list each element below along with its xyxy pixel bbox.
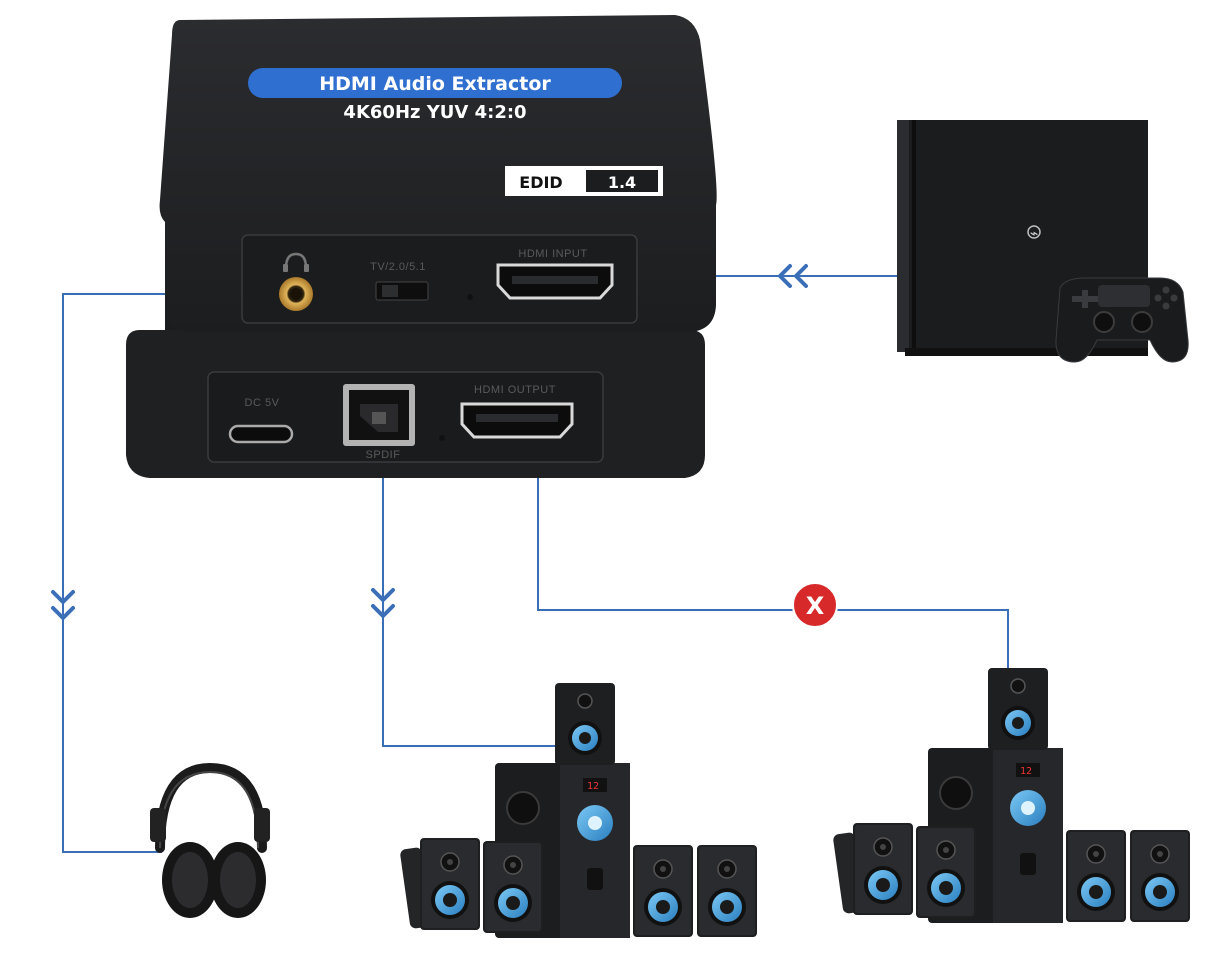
dc-label: DC 5V	[245, 397, 280, 409]
arrow-down-icon	[371, 588, 395, 618]
switch-label: TV/2.0/5.1	[370, 261, 426, 273]
spdif-label: SPDIF	[366, 449, 401, 461]
spec-text: 4K60Hz YUV 4:2:0	[343, 102, 526, 123]
speaker-system-icon	[833, 668, 1190, 923]
hdmi-output-port: HDMI OUTPUT	[460, 384, 574, 439]
not-supported-badge: X	[792, 582, 838, 628]
spdif-line	[382, 475, 560, 747]
brand-label	[248, 68, 622, 98]
brand-text: HDMI Audio Extractor	[319, 73, 551, 95]
headphones-icon	[150, 762, 270, 918]
ps-logo-icon: ⌁	[1027, 225, 1041, 242]
game-console-icon: ⌁	[897, 120, 1189, 363]
hdmi-output-line	[537, 440, 1009, 668]
controller-icon	[1055, 277, 1189, 363]
hdmi-input-label: HDMI INPUT	[518, 248, 587, 260]
edid-label: EDID	[519, 173, 562, 192]
dc-power-port: DC 5V	[228, 397, 294, 444]
headphone-jack	[279, 252, 313, 311]
mode-switch: TV/2.0/5.1	[370, 261, 473, 301]
headphone-symbol-icon	[284, 252, 308, 269]
hdmi-output-label: HDMI OUTPUT	[474, 384, 556, 396]
hdmi-input-port: HDMI INPUT	[496, 248, 614, 300]
edid-value: 1.4	[608, 173, 636, 192]
spdif-port: SPDIF	[343, 384, 445, 461]
arrow-left-icon	[778, 264, 808, 288]
x-mark-icon	[792, 582, 838, 628]
arrow-down-icon	[51, 590, 75, 620]
x-mark-text: X	[806, 592, 825, 620]
hdmi-speaker-system	[833, 668, 1190, 923]
front-port-panel	[241, 234, 638, 324]
speaker-system-icon	[400, 683, 757, 938]
optical-speaker-system	[400, 683, 757, 938]
svg-text:⌁: ⌁	[1030, 226, 1038, 242]
audio-extractor-device: HDMI Audio Extractor 4K60Hz YUV 4:2:0 ED…	[126, 15, 717, 478]
